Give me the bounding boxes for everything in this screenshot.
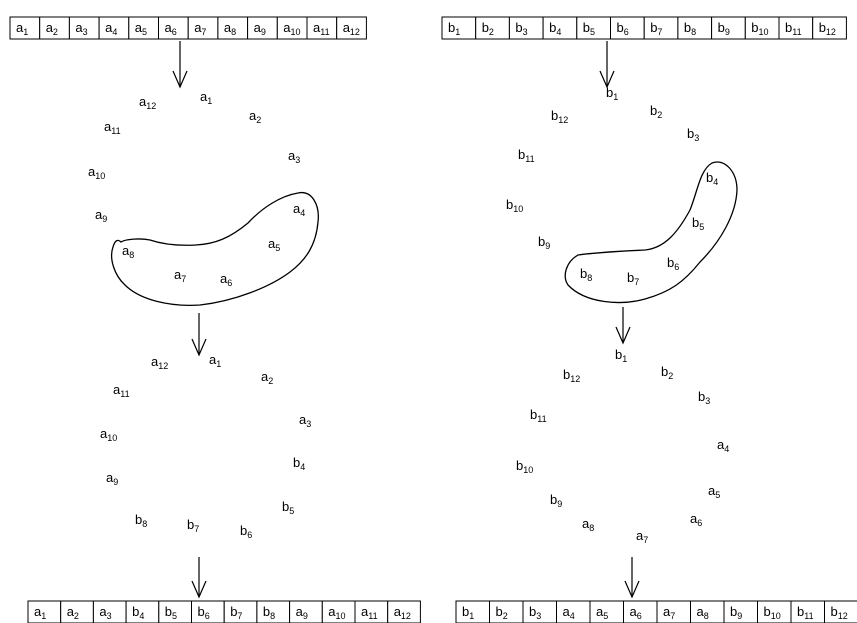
right-ring-top-item: b5 bbox=[692, 215, 704, 232]
right-ring-bottom-item: a5 bbox=[708, 483, 720, 500]
right-ring-bottom-item: a7 bbox=[636, 528, 648, 545]
left-ring-bottom-item: b7 bbox=[187, 517, 199, 534]
selection-blob-left bbox=[112, 193, 319, 306]
right-ring-top-item: b9 bbox=[538, 234, 550, 251]
left-ring-top-item: a11 bbox=[104, 119, 121, 136]
right-ring-bottom-item: b3 bbox=[698, 389, 710, 406]
left-ring-top-item: a1 bbox=[200, 89, 212, 106]
left-ring-bottom-item: a9 bbox=[106, 470, 118, 487]
arrow-bottom-right bbox=[625, 557, 639, 597]
bottom-left-array: a1a2a3b4b5b6b7b8a9a10a11a12 bbox=[28, 601, 420, 623]
left-ring-top-item: a10 bbox=[88, 164, 105, 181]
left-ring-top-item: a3 bbox=[288, 148, 300, 165]
right-ring-bottom-item: b1 bbox=[615, 347, 627, 364]
left-ring-top-item: a5 bbox=[268, 236, 280, 253]
left-ring-bottom: a1 a2 a3 b4 b5 b6 b7 b8 a9 a10 a11 a12 bbox=[100, 352, 311, 540]
left-ring-bottom-item: a10 bbox=[100, 426, 117, 443]
arrows-layer bbox=[173, 41, 639, 597]
right-ring-top-item: b10 bbox=[506, 197, 523, 214]
left-ring-bottom-item: b8 bbox=[135, 512, 147, 529]
right-ring-top-item: b6 bbox=[667, 255, 679, 272]
arrow-bottom-left bbox=[192, 557, 206, 597]
left-ring-top-item: a8 bbox=[122, 243, 134, 260]
arrow-top-left bbox=[173, 41, 187, 87]
arrow-top-right bbox=[600, 41, 614, 87]
right-ring-top-item: b11 bbox=[518, 147, 535, 164]
left-ring-bottom-item: a1 bbox=[209, 352, 221, 369]
left-ring-bottom-item: a3 bbox=[299, 412, 311, 429]
left-ring-top-item: a2 bbox=[249, 108, 261, 125]
right-ring-bottom-item: a8 bbox=[582, 516, 594, 533]
right-ring-top: b1 b2 b3 b4 b5 b6 b7 b8 b9 b10 b11 b12 bbox=[506, 85, 718, 287]
arrays-layer: a1 a2 a3 a4 a5 a6 a7 a8 a9 a10 a11 a12 b1 b2 b3 b4 b5 b6 b… bbox=[10, 17, 857, 623]
right-ring-bottom-item: b9 bbox=[550, 492, 562, 509]
right-ring-top-item: b2 bbox=[650, 103, 662, 120]
left-ring-top-item: a9 bbox=[95, 207, 107, 224]
right-ring-top-item: b8 bbox=[580, 266, 592, 283]
right-ring-bottom-item: a4 bbox=[717, 437, 729, 454]
right-ring-bottom-item: a6 bbox=[690, 511, 702, 528]
left-ring-top-item: a6 bbox=[220, 271, 232, 288]
right-ring-bottom-item: b12 bbox=[563, 367, 580, 384]
right-ring-bottom-item: b2 bbox=[661, 364, 673, 381]
left-ring-bottom-item: a11 bbox=[113, 382, 130, 399]
blobs-layer bbox=[112, 162, 737, 305]
right-ring-top-item: b12 bbox=[551, 108, 568, 125]
right-ring-bottom-item: b11 bbox=[530, 407, 547, 424]
rings-layer: a1a2a3a4a5a6a7a8a9a10a11a12b1b2b3b4b5b6b… bbox=[88, 85, 729, 545]
right-ring-bottom-item: b10 bbox=[516, 458, 533, 475]
arrow-mid-right bbox=[616, 307, 630, 343]
right-ring-top-item: b1 bbox=[606, 85, 618, 102]
left-ring-top: a1 a2 a3 a4 a5 a6 a7 a8 a9 a10 a11 a12 bbox=[88, 89, 305, 288]
right-ring-top-item: b3 bbox=[687, 126, 699, 143]
left-ring-bottom-item: b4 bbox=[293, 455, 305, 472]
left-ring-top-item: a12 bbox=[139, 94, 156, 111]
right-ring-bottom: b1 b2 b3 a4 a5 a6 a7 a8 b9 b10 b11 b12 bbox=[516, 347, 729, 545]
left-ring-top-item: a4 bbox=[293, 201, 305, 218]
left-ring-bottom-item: a2 bbox=[261, 369, 273, 386]
left-ring-top-item: a7 bbox=[174, 267, 186, 284]
right-ring-top-item: b7 bbox=[627, 270, 639, 287]
left-ring-bottom-item: b5 bbox=[282, 499, 294, 516]
arrow-mid-left bbox=[192, 313, 206, 355]
top-left-array: a1a2a3a4a5a6a7a8a9a10a11a12 bbox=[10, 17, 366, 39]
right-ring-top-item: b4 bbox=[706, 170, 718, 187]
left-ring-bottom-item: a12 bbox=[151, 354, 168, 371]
left-ring-bottom-item: b6 bbox=[240, 523, 252, 540]
